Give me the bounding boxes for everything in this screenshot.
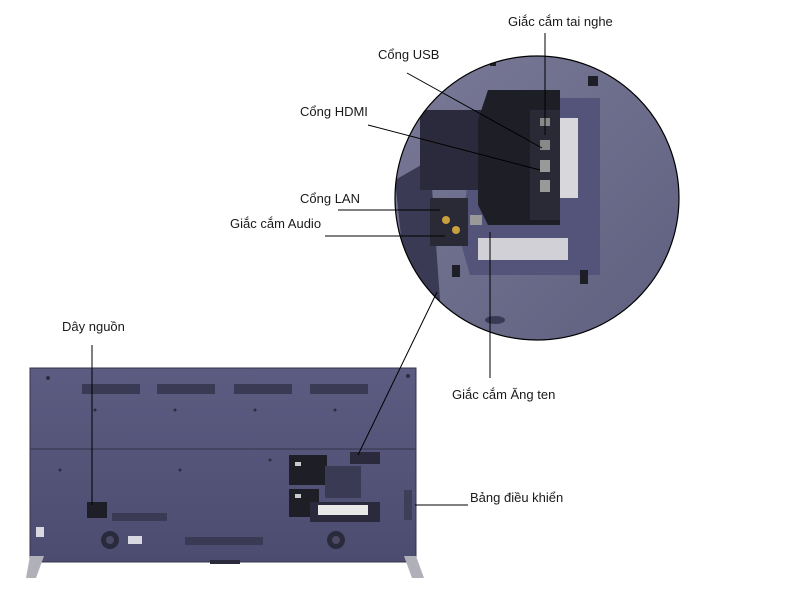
connector-bay-small	[289, 452, 380, 522]
leader-usb	[406, 72, 543, 149]
label-antenna: Giắc cắm Ăng ten	[452, 387, 556, 402]
label-audio: Giắc cắm Audio	[230, 216, 322, 231]
zoom-vent	[420, 110, 482, 190]
label-headphone: Giắc cắm tai nghe	[508, 14, 613, 29]
zoom-lower-ports	[430, 198, 482, 246]
screw-holes	[46, 374, 410, 472]
power-inlet	[87, 502, 107, 518]
label-power: Dây nguồn	[62, 319, 125, 334]
vent-grille-top	[82, 384, 368, 545]
label-hdmi: Cổng HDMI	[300, 104, 368, 119]
leader-lines	[91, 33, 546, 506]
zoom-connector-housing	[478, 90, 560, 225]
leader-hdmi	[367, 124, 541, 171]
label-lan: Cổng LAN	[300, 191, 360, 206]
zoom-detail	[395, 56, 679, 340]
label-control: Bảng điều khiển	[470, 490, 564, 505]
control-buttons	[404, 490, 412, 520]
tv-back-panel	[26, 367, 424, 578]
zoom-circle-border	[394, 55, 680, 341]
label-usb: Cổng USB	[378, 47, 440, 62]
stand-left	[26, 556, 44, 578]
stand-right	[404, 556, 424, 578]
zoom-connector-line	[357, 291, 438, 456]
